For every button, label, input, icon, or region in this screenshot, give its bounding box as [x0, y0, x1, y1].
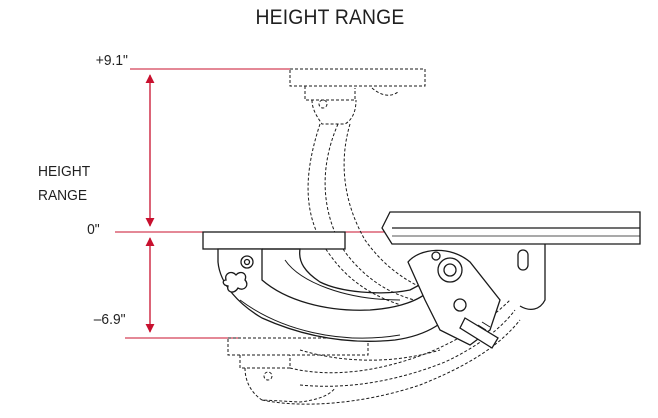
- raised-position-ghost: [289, 68, 441, 313]
- bottom-level-label: –6.9": [94, 311, 126, 328]
- height-range-label-line2: RANGE: [38, 187, 88, 204]
- height-range-label: HEIGHT RANGE: [38, 160, 90, 208]
- zero-level-label: 0": [87, 221, 100, 238]
- top-level-label: +9.1": [95, 52, 128, 69]
- keyboard-tray: [381, 211, 641, 311]
- height-range-label-line1: HEIGHT: [38, 163, 91, 180]
- tilt-mechanism: [407, 249, 501, 349]
- diagram-title: HEIGHT RANGE: [255, 6, 405, 29]
